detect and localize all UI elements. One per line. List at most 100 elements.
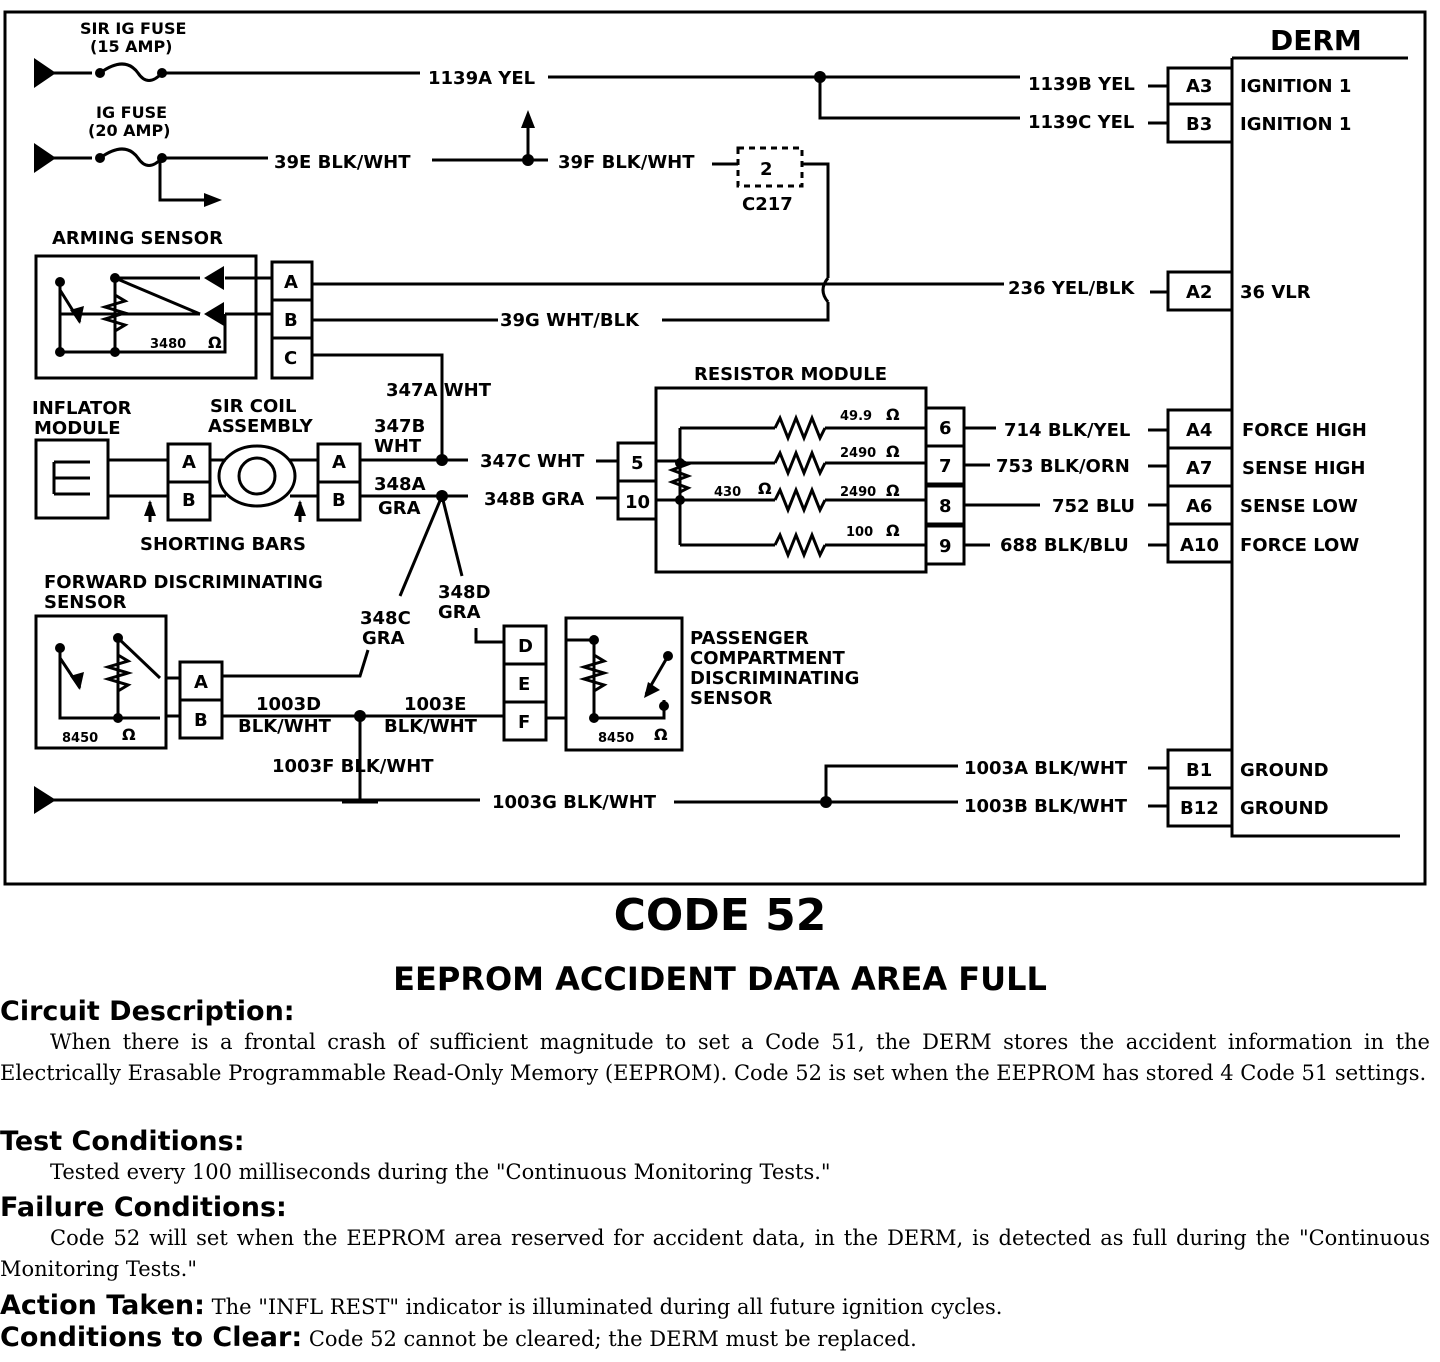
wire-39g: 39G WHT/BLK xyxy=(500,310,640,331)
wire-348c-1: 348C xyxy=(360,608,411,629)
wire-347b-2: WHT xyxy=(374,436,422,457)
derm-label-a4: FORCE HIGH xyxy=(1242,420,1367,441)
forward-sensor-label-2: SENSOR xyxy=(44,592,127,613)
conditions-to-clear-text: Code 52 cannot be cleared; the DERM must… xyxy=(308,1327,917,1351)
failure-conditions-text: Code 52 will set when the EEPROM area re… xyxy=(0,1226,1430,1281)
forward-sensor-ohm: Ω xyxy=(122,725,136,744)
derm-pin-a3: A3 xyxy=(1186,76,1212,97)
conditions-to-clear-heading: Conditions to Clear: xyxy=(0,1322,303,1353)
arming-pin-a: A xyxy=(284,272,298,293)
resistor-module-label: RESISTOR MODULE xyxy=(694,364,887,385)
derm-label-b3: IGNITION 1 xyxy=(1240,114,1351,135)
code-title: CODE 52 xyxy=(613,890,827,941)
wire-752: 752 BLU xyxy=(1052,496,1135,517)
derm-pin-a2: A2 xyxy=(1186,282,1212,303)
wire-39e: 39E BLK/WHT xyxy=(274,152,411,173)
derm-body xyxy=(1230,58,1400,838)
forward-sensor-resistance: 8450 xyxy=(62,731,98,746)
wire-348c-2: GRA xyxy=(362,628,405,649)
wire-1003g: 1003G BLK/WHT xyxy=(492,792,657,813)
derm-pin-a10: A10 xyxy=(1180,535,1219,556)
derm-label-a3: IGNITION 1 xyxy=(1240,76,1351,97)
arming-pin-c: C xyxy=(284,348,297,369)
resistor-value-4: 100 xyxy=(846,525,873,540)
inflator-label-2: MODULE xyxy=(34,418,121,439)
test-conditions-section: Test Conditions: Tested every 100 millis… xyxy=(0,1126,1430,1188)
wire-348a-1: 348A xyxy=(374,474,426,495)
resistor-pin-6: 6 xyxy=(939,418,952,439)
forward-pin-b: B xyxy=(194,710,208,731)
resistor-ohm-3: Ω xyxy=(886,481,900,500)
derm-title: DERM xyxy=(1270,24,1362,57)
forward-sensor-box xyxy=(34,614,168,750)
passenger-sensor-label-2: COMPARTMENT xyxy=(690,648,845,669)
wire-1139c: 1139C YEL xyxy=(1028,112,1134,133)
arming-sensor-resistance: 3480 xyxy=(150,337,186,352)
inflator-label-1: INFLATOR xyxy=(32,398,132,419)
wire-753: 753 BLK/ORN xyxy=(996,456,1130,477)
passenger-sensor-resistance: 8450 xyxy=(598,731,634,746)
fuse2-label-2: (20 AMP) xyxy=(88,121,171,140)
c217-pin: 2 xyxy=(760,159,773,180)
arming-pin-b: B xyxy=(284,310,298,331)
coil-pin-a: A xyxy=(332,452,346,473)
fuse1-label-2: (15 AMP) xyxy=(90,37,173,56)
sir-coil-label-1: SIR COIL xyxy=(210,396,296,417)
wire-347c: 347C WHT xyxy=(480,451,585,472)
wire-39f: 39F BLK/WHT xyxy=(558,152,695,173)
passenger-pin-e: E xyxy=(518,674,530,695)
wire-347a: 347A WHT xyxy=(386,380,492,401)
derm-pin-a6: A6 xyxy=(1186,496,1212,517)
resistor-value-2: 2490 xyxy=(840,446,876,461)
passenger-pin-d: D xyxy=(518,636,533,657)
c217-label: C217 xyxy=(742,194,793,215)
test-conditions-text: Tested every 100 milliseconds during the… xyxy=(50,1160,831,1184)
battery-arrow-2 xyxy=(34,143,56,173)
action-taken-text: The "INFL REST" indicator is illuminated… xyxy=(211,1295,1003,1319)
resistor-value-3: 2490 xyxy=(840,485,876,500)
conditions-to-clear-section: Conditions to Clear: Code 52 cannot be c… xyxy=(0,1322,1430,1355)
derm-label-b1: GROUND xyxy=(1240,760,1329,781)
failure-conditions-heading: Failure Conditions: xyxy=(0,1192,287,1223)
resistor-ohm-1: Ω xyxy=(886,405,900,424)
action-taken-heading: Action Taken: xyxy=(0,1290,205,1321)
resistor-value-1: 49.9 xyxy=(840,409,872,424)
forward-sensor-label-1: FORWARD DISCRIMINATING xyxy=(44,572,323,593)
wire-1003d-1: 1003D xyxy=(256,694,321,715)
coil-pin-b: B xyxy=(332,490,346,511)
code-subtitle: EEPROM ACCIDENT DATA AREA FULL xyxy=(393,960,1047,998)
wire-1003b: 1003B BLK/WHT xyxy=(964,796,1128,817)
fuse1-label-1: SIR IG FUSE xyxy=(80,19,186,38)
derm-pin-a7: A7 xyxy=(1186,458,1212,479)
wire-1003f: 1003F BLK/WHT xyxy=(272,756,434,777)
wire-1139a: 1139A YEL xyxy=(428,68,535,89)
failure-conditions-section: Failure Conditions: Code 52 will set whe… xyxy=(0,1192,1430,1285)
test-conditions-heading: Test Conditions: xyxy=(0,1126,245,1157)
circuit-description-text: When there is a frontal crash of suffici… xyxy=(0,1030,1430,1085)
wire-236: 236 YEL/BLK xyxy=(1008,278,1135,299)
action-taken-section: Action Taken: The "INFL REST" indicator … xyxy=(0,1290,1430,1323)
wire-348d-1: 348D xyxy=(438,582,491,603)
wire-688: 688 BLK/BLU xyxy=(1000,535,1129,556)
passenger-sensor-box xyxy=(564,616,684,752)
ground-arrow xyxy=(34,786,56,814)
wire-347b-1: 347B xyxy=(374,416,425,437)
resistor-pin-9: 9 xyxy=(939,536,952,557)
wire-1139b: 1139B YEL xyxy=(1028,74,1135,95)
derm-pin-b1: B1 xyxy=(1186,760,1212,781)
derm-label-a10: FORCE LOW xyxy=(1240,535,1359,556)
derm-label-b12: GROUND xyxy=(1240,798,1329,819)
wire-1003d-2: BLK/WHT xyxy=(238,716,332,737)
derm-label-a6: SENSE LOW xyxy=(1240,496,1358,517)
inflator-box xyxy=(34,438,110,520)
wire-348a-2: GRA xyxy=(378,498,421,519)
circuit-description-section: Circuit Description: When there is a fro… xyxy=(0,996,1430,1089)
passenger-pin-f: F xyxy=(518,712,530,733)
derm-pin-a4: A4 xyxy=(1186,420,1212,441)
battery-arrow-1 xyxy=(34,58,56,88)
wire-348b: 348B GRA xyxy=(484,489,584,510)
resistor-pin-7: 7 xyxy=(939,456,952,477)
passenger-sensor-ohm: Ω xyxy=(654,725,668,744)
passenger-sensor-label-3: DISCRIMINATING xyxy=(690,668,859,689)
derm-pin-b12: B12 xyxy=(1180,798,1219,819)
